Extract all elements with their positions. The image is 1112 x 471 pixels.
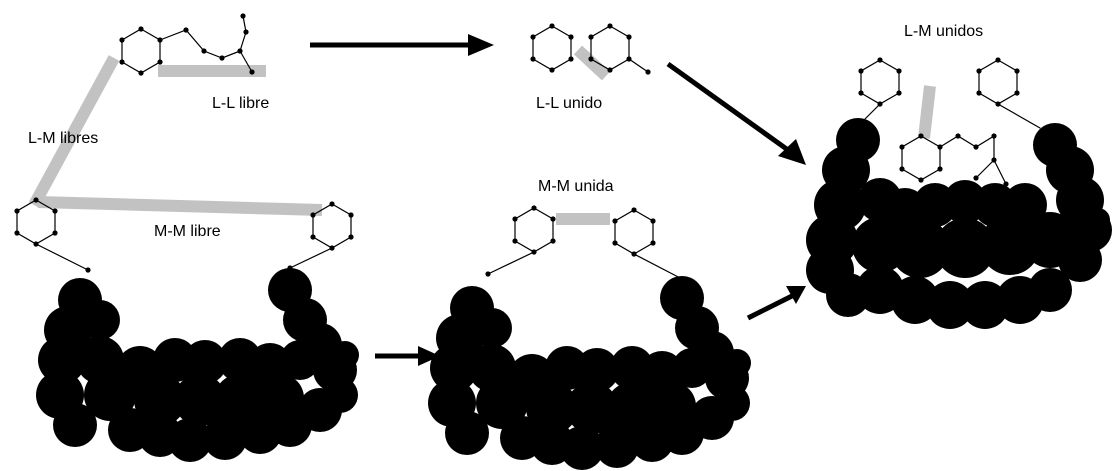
lm-free-band — [28, 55, 120, 208]
arrow-diagonal-down — [666, 61, 806, 165]
free-state-group: L-L libre L-M libres M-M libre — [13, 13, 359, 462]
mm-free-label: M-M libre — [154, 223, 221, 240]
mm-free-band — [37, 196, 323, 216]
ll-free-label: L-L libre — [212, 95, 269, 112]
ll-bound-group: L-L unido — [529, 22, 651, 112]
arrow-diagonal-up — [746, 286, 806, 321]
lm-bound-label: L-M unidos — [904, 23, 983, 40]
arrow-bottom-right — [375, 346, 440, 366]
receptor-free — [13, 196, 359, 462]
ligand-molecule-free — [118, 13, 255, 77]
arrow-top-right — [310, 34, 494, 56]
lm-free-label: L-M libres — [28, 130, 98, 147]
ll-bound-label: L-L unido — [536, 95, 602, 112]
ll-bound-band — [573, 45, 611, 81]
arrows — [310, 34, 806, 366]
receptor-complex — [806, 118, 1112, 329]
lm-bound-group: L-M unidos — [806, 23, 1112, 329]
mm-bound-group: M-M unida — [428, 178, 751, 470]
mm-bound-label: M-M unida — [538, 178, 614, 195]
lm-bound-band — [918, 85, 936, 139]
